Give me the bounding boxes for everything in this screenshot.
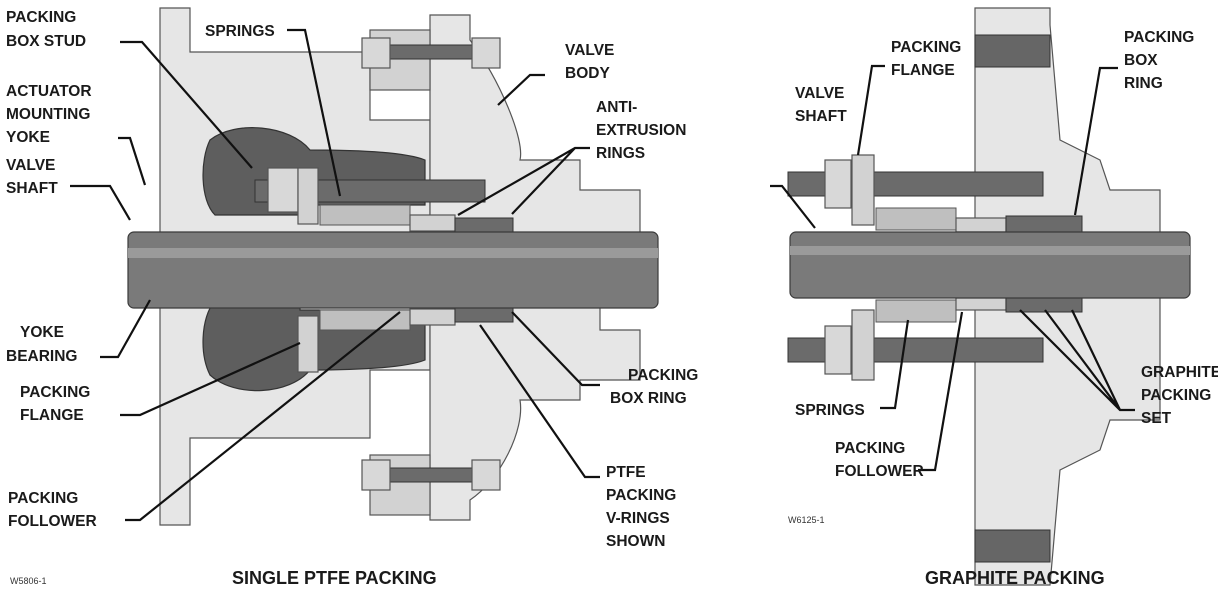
- label-right-shaft-2: SHAFT: [795, 108, 847, 125]
- label-ptfe-2: PACKING: [606, 487, 676, 504]
- label-yoke-bearing-2: BEARING: [6, 348, 77, 365]
- label-yoke-2: MOUNTING: [6, 106, 90, 123]
- label-ptfe-4: SHOWN: [606, 533, 665, 550]
- label-right-box-ring-2: BOX: [1124, 52, 1158, 69]
- leader-graphite-set: [1019, 309, 1135, 412]
- springs-upper: [319, 204, 411, 226]
- right-body-dark-bottom: [974, 529, 1051, 563]
- right-springs-lower: [875, 299, 957, 323]
- label-right-flange-1: PACKING: [891, 39, 961, 56]
- label-right-flange-2: FLANGE: [891, 62, 955, 79]
- label-packing-follower-1: PACKING: [8, 490, 78, 507]
- leader-right-packing-flange: [856, 64, 885, 156]
- label-graphite-3: SET: [1141, 410, 1172, 427]
- leader-ptfe: [479, 324, 600, 479]
- leader-packing-box-stud: [120, 40, 253, 169]
- valve-shaft: [127, 231, 659, 309]
- ptfe-v-rings-lower: [454, 307, 514, 323]
- label-packing-box-ring-1: PACKING: [628, 367, 698, 384]
- label-ptfe-3: V-RINGS: [606, 510, 670, 527]
- leader-valve-shaft-left: [70, 184, 131, 221]
- leader-valve-body: [497, 73, 545, 106]
- label-right-box-ring-3: RING: [1124, 75, 1163, 92]
- label-valve-shaft-1: VALVE: [6, 157, 55, 174]
- label-anti-extrusion-1: ANTI-: [596, 99, 637, 116]
- shaft-highlight: [128, 248, 658, 258]
- label-right-follower-2: FOLLOWER: [835, 463, 924, 480]
- bottom-bolt: [374, 467, 486, 483]
- label-valve-body-1: VALVE: [565, 42, 614, 59]
- right-upper-nut: [824, 159, 852, 209]
- bottom-bolt-nut-right: [471, 459, 501, 491]
- leader-yoke: [118, 136, 147, 186]
- right-packing-flange-lower: [851, 309, 875, 381]
- label-right-springs: SPRINGS: [795, 402, 865, 419]
- right-follower-upper: [955, 217, 1007, 233]
- top-bolt: [374, 44, 486, 60]
- label-anti-extrusion-3: RINGS: [596, 145, 645, 162]
- packing-follower-lower: [409, 308, 456, 326]
- left-diagram: [127, 7, 659, 526]
- leader-yoke-bearing: [100, 299, 151, 359]
- label-packing-flange-2: FLANGE: [20, 407, 84, 424]
- label-graphite-1: GRAPHITE: [1141, 364, 1218, 381]
- left-labels: PACKING BOX STUD SPRINGS VALVE BODY ACTU…: [6, 9, 698, 588]
- label-ptfe-1: PTFE: [606, 464, 646, 481]
- right-lower-nut: [824, 325, 852, 375]
- leader-right-box-ring: [1073, 66, 1118, 216]
- label-packing-box-ring-2: BOX RING: [610, 390, 687, 407]
- left-figure-code: W5806-1: [10, 576, 47, 586]
- springs-lower: [319, 309, 411, 331]
- label-graphite-2: PACKING: [1141, 387, 1211, 404]
- right-diagram: [787, 7, 1191, 586]
- leader-right-springs: [880, 319, 910, 410]
- label-packing-flange-1: PACKING: [20, 384, 90, 401]
- right-figure-code: W6125-1: [788, 515, 825, 525]
- right-caption: GRAPHITE PACKING: [925, 568, 1105, 588]
- leader-anti-extrusion: [457, 146, 590, 216]
- label-springs: SPRINGS: [205, 23, 275, 40]
- top-bolt-nut-left: [361, 37, 391, 69]
- right-body-dark-top: [974, 34, 1051, 68]
- ptfe-v-rings-upper: [454, 217, 514, 233]
- leader-packing-flange: [120, 341, 301, 417]
- label-yoke-3: YOKE: [6, 129, 50, 146]
- bottom-bolt-nut-left: [361, 459, 391, 491]
- label-valve-shaft-2: SHAFT: [6, 180, 58, 197]
- right-shaft-highlight: [790, 246, 1190, 255]
- leader-packing-box-ring: [511, 311, 600, 387]
- right-packing-flange: [851, 154, 875, 226]
- leader-right-follower: [918, 311, 964, 472]
- label-valve-body-2: BODY: [565, 65, 610, 82]
- label-right-shaft-1: VALVE: [795, 85, 844, 102]
- label-right-box-ring-1: PACKING: [1124, 29, 1194, 46]
- leader-springs: [287, 28, 342, 197]
- label-packing-box-stud-1: PACKING: [6, 9, 76, 26]
- packing-follower-upper: [409, 214, 456, 232]
- leader-packing-follower: [125, 311, 401, 522]
- leader-lines: [70, 28, 1135, 522]
- packing-flange: [297, 167, 319, 225]
- label-yoke-1: ACTUATOR: [6, 83, 92, 100]
- stud-nut: [267, 167, 299, 213]
- packing-flange-lower: [297, 315, 319, 373]
- label-right-follower-1: PACKING: [835, 440, 905, 457]
- right-labels: PACKING FLANGE PACKING BOX RING VALVE SH…: [788, 29, 1218, 588]
- label-packing-follower-2: FOLLOWER: [8, 513, 97, 530]
- label-yoke-bearing-1: YOKE: [20, 324, 64, 341]
- right-valve-shaft: [789, 231, 1191, 299]
- left-caption: SINGLE PTFE PACKING: [232, 568, 437, 588]
- label-anti-extrusion-2: EXTRUSION: [596, 122, 686, 139]
- graphite-packing-upper: [1005, 215, 1083, 233]
- top-bolt-nut-right: [471, 37, 501, 69]
- leader-right-valve-shaft: [770, 184, 816, 229]
- right-springs-upper: [875, 207, 957, 231]
- label-packing-box-stud-2: BOX STUD: [6, 33, 86, 50]
